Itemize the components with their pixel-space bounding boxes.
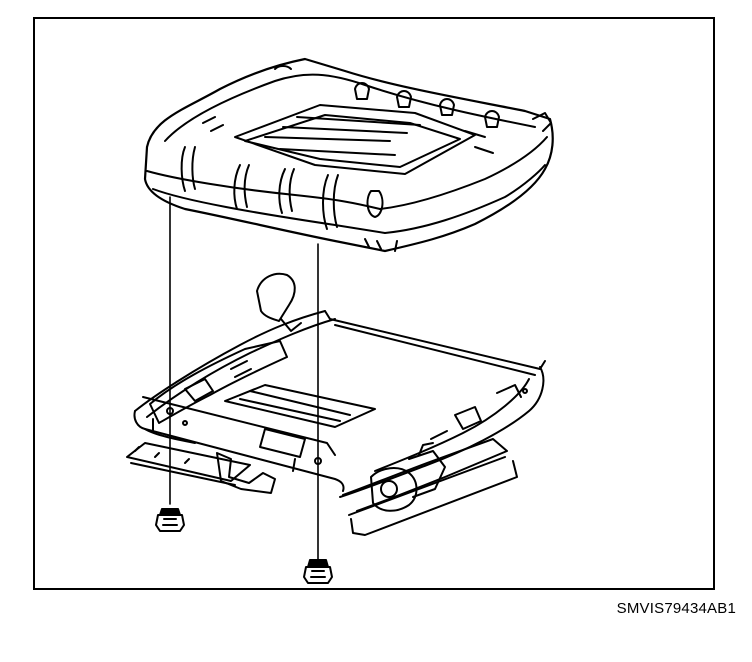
- seat-bolt-left: [155, 508, 185, 532]
- assembly-guide-lines: [169, 196, 319, 565]
- seat-frame: [126, 272, 546, 536]
- seat-bolt-right: [303, 559, 333, 584]
- diagram-frame: [33, 17, 715, 590]
- figure-code: SMVIS79434AB1: [616, 600, 736, 617]
- seat-cushion-pad: [143, 57, 554, 253]
- seat-assembly-illustration: [126, 57, 554, 584]
